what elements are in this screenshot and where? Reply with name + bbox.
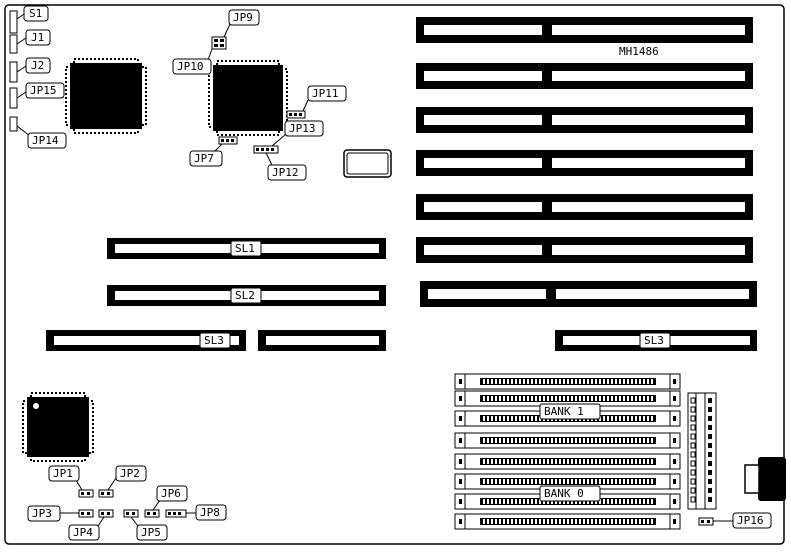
jp16-callout <box>732 512 772 529</box>
jp1-header <box>78 489 94 498</box>
sl3-left-label-box <box>199 332 231 349</box>
jp15-callout <box>25 82 65 99</box>
simm-socket <box>454 513 681 530</box>
isa-slot <box>416 237 753 263</box>
jp6-header <box>144 509 160 518</box>
jp7-header <box>218 136 238 145</box>
jp16-label: JP16 <box>737 514 764 527</box>
sl2-label-box <box>230 287 262 304</box>
jp7-callout <box>189 150 223 167</box>
jp5-callout <box>136 524 168 541</box>
simm-socket <box>454 373 681 390</box>
jp16-header <box>698 517 714 526</box>
sl3-left-slot <box>46 330 246 351</box>
isa-slot <box>416 150 753 176</box>
jp14-callout <box>27 132 67 149</box>
jp4-callout <box>68 524 100 541</box>
jp14-label: JP14 <box>32 134 59 147</box>
sl3-left-label: SL3 <box>204 334 224 347</box>
io-chip <box>22 392 94 462</box>
jp6-label: JP6 <box>161 487 181 500</box>
j1-label: J1 <box>31 31 44 44</box>
power-connector <box>687 392 717 510</box>
j2-label: J2 <box>31 59 44 72</box>
jp5-label: JP5 <box>141 526 161 539</box>
jp11-label: JP11 <box>312 87 339 100</box>
jp10-label: JP10 <box>177 60 204 73</box>
jp6-callout <box>156 485 188 502</box>
cpu-chip-left <box>65 58 147 134</box>
jp9-label: JP9 <box>233 11 253 24</box>
isa-slot <box>416 107 753 133</box>
jp2-callout <box>115 465 147 482</box>
jp3-callout <box>27 505 61 522</box>
keyboard-connector <box>744 457 786 501</box>
simm-socket <box>454 473 681 490</box>
isa-slot <box>416 17 753 43</box>
jp2-header <box>98 489 114 498</box>
jp3-header <box>78 509 94 518</box>
jp12-callout <box>267 164 307 181</box>
jp4-label: JP4 <box>73 526 93 539</box>
bank1-label-box <box>539 403 601 420</box>
jp7-label: JP7 <box>194 152 214 165</box>
sl3-right-label-box <box>639 332 671 349</box>
jp10-callout <box>172 58 212 75</box>
jp5-header <box>123 509 139 518</box>
jp12-label: JP12 <box>272 166 299 179</box>
isa-slot <box>416 63 753 89</box>
jp8-header <box>165 509 187 518</box>
battery <box>343 149 392 178</box>
simm-socket <box>454 390 681 407</box>
sl1-label: SL1 <box>235 242 255 255</box>
jp8-callout <box>195 504 227 521</box>
jp3-label: JP3 <box>32 507 52 520</box>
jp9-callout <box>228 9 260 26</box>
isa-slot <box>420 281 757 307</box>
jp1-label: JP1 <box>53 467 73 480</box>
s1-label: S1 <box>29 7 42 20</box>
j2-callout <box>25 57 51 74</box>
jp2-label: JP2 <box>120 467 140 480</box>
sl1-label-box <box>230 240 262 257</box>
jp13-label: JP13 <box>289 122 316 135</box>
jp9-header <box>211 36 227 50</box>
sl2-label: SL2 <box>235 289 255 302</box>
sl3-right-label: SL3 <box>644 334 664 347</box>
jp8-label: JP8 <box>200 506 220 519</box>
bank0-label: BANK 0 <box>544 487 584 500</box>
jp1-callout <box>48 465 80 482</box>
chipset-chip <box>208 60 288 136</box>
jp15-label: JP15 <box>30 84 57 97</box>
s1-callout <box>23 5 49 22</box>
simm-socket <box>454 432 681 449</box>
small-slot <box>258 330 386 351</box>
isa-slot <box>416 194 753 220</box>
jp11-callout <box>307 85 347 102</box>
jp11-header <box>286 110 306 119</box>
jp13-callout <box>284 120 324 137</box>
bank0-label-box <box>539 485 601 502</box>
board-model-label: MH1486 <box>619 45 659 58</box>
bank1-label: BANK 1 <box>544 405 584 418</box>
j1-callout <box>25 29 51 46</box>
jp4-header <box>98 509 114 518</box>
jp12-header <box>253 145 279 154</box>
simm-socket <box>454 453 681 470</box>
